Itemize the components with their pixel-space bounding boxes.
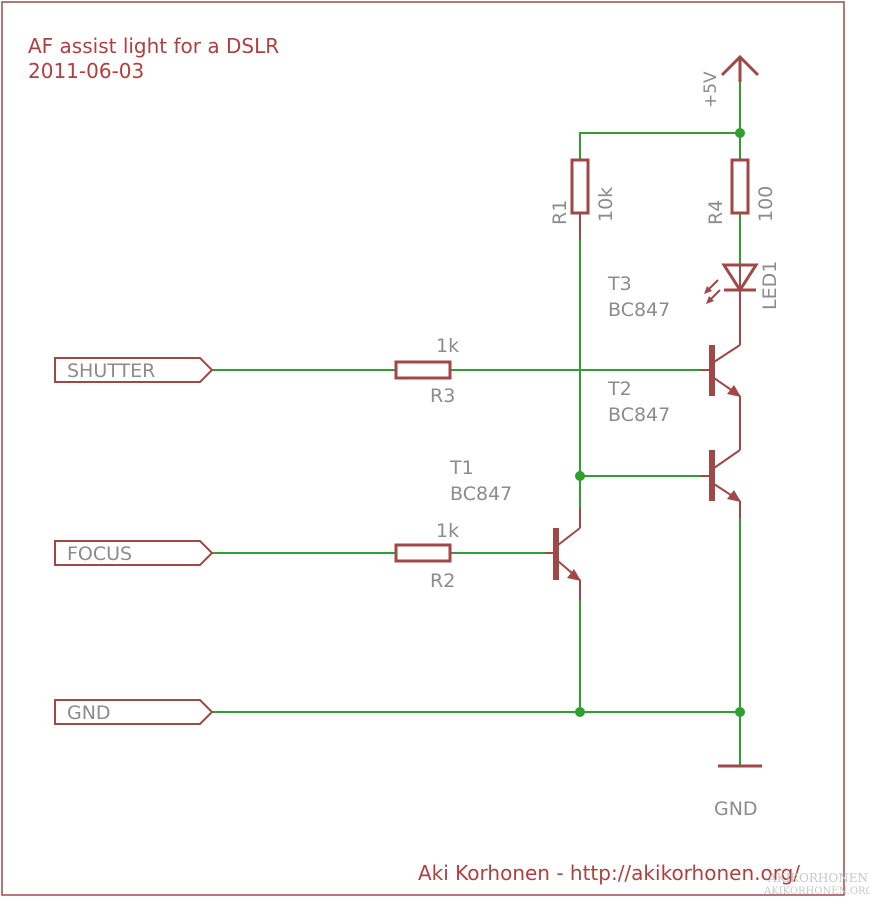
port-focus: FOCUS — [54, 540, 214, 566]
supply-label: +5V — [701, 71, 721, 108]
resistor-r2: 1k R2 — [394, 520, 459, 592]
r2-name: R2 — [430, 570, 455, 592]
r4-value: 100 — [755, 186, 777, 222]
port-shutter: SHUTTER — [54, 357, 214, 383]
t2-value: BC847 — [608, 404, 670, 426]
transistor-t1: T1 BC847 — [449, 457, 581, 600]
t3-name: T3 — [607, 273, 632, 295]
schematic-title: AF assist light for a DSLR — [28, 34, 279, 58]
wires — [211, 79, 741, 766]
t1-name: T1 — [449, 457, 474, 479]
author-credit: Aki Korhonen - http://akikorhonen.org/ — [418, 861, 800, 885]
r1-name: R1 — [549, 200, 571, 225]
r2-value: 1k — [436, 520, 459, 542]
junctions — [575, 128, 745, 717]
t1-value: BC847 — [450, 483, 512, 505]
port-gnd-label: GND — [67, 702, 111, 724]
watermark-line-1: AKIKORHONEN — [767, 871, 868, 885]
led-led1: LED1 — [704, 261, 781, 345]
resistor-r4: R4 100 — [705, 158, 777, 225]
junction-t1-collector — [575, 471, 585, 481]
t3-value: BC847 — [608, 299, 670, 321]
t2-name: T2 — [607, 378, 632, 400]
junction-gnd-right — [735, 707, 745, 717]
r3-value: 1k — [436, 335, 459, 357]
junction-gnd-left — [575, 707, 585, 717]
r4-name: R4 — [705, 200, 727, 225]
resistor-r1: R1 10k — [549, 158, 617, 240]
supply-symbol: +5V — [701, 54, 760, 108]
junction-supply — [735, 128, 745, 138]
led1-name: LED1 — [759, 261, 781, 310]
watermark-line-2: AKIKORHONEN.ORG — [763, 886, 870, 897]
resistor-r3: 1k R3 — [394, 335, 459, 407]
r1-value: 10k — [595, 187, 617, 222]
port-focus-label: FOCUS — [67, 543, 132, 565]
sheet-frame — [1, 1, 845, 896]
port-gnd: GND — [54, 699, 214, 725]
transistor-t2: T2 BC847 — [607, 378, 741, 518]
r3-name: R3 — [430, 385, 455, 407]
ground-symbol: GND — [714, 764, 762, 820]
transistor-t3: T3 BC847 — [607, 273, 741, 450]
ground-label: GND — [714, 798, 758, 820]
port-shutter-label: SHUTTER — [67, 360, 155, 382]
schematic-date: 2011-06-03 — [28, 59, 144, 83]
